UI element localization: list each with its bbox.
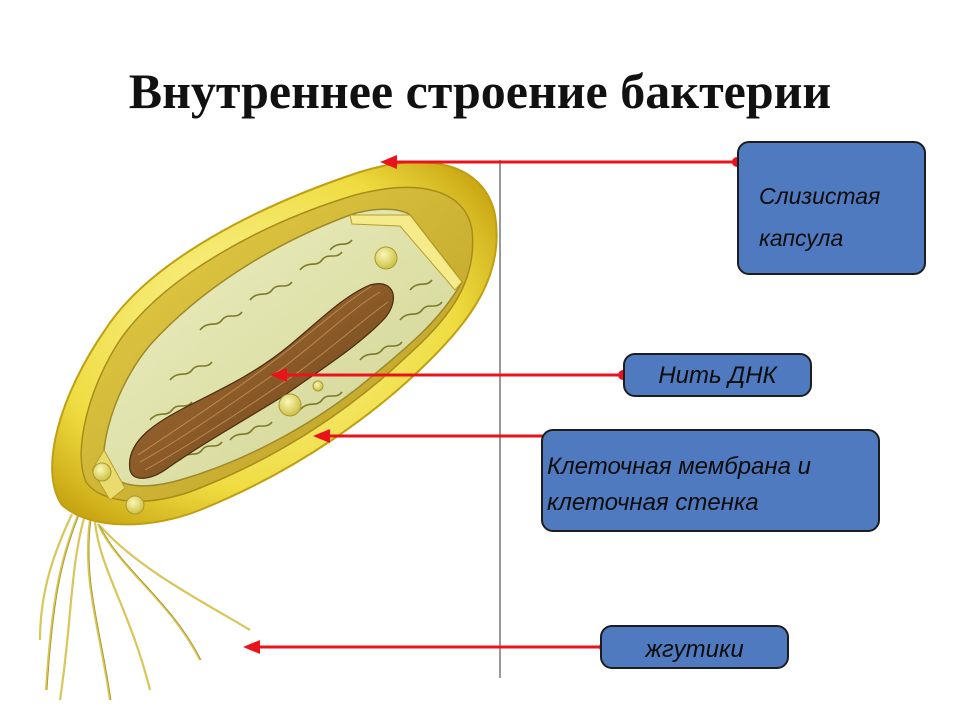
label-slime-capsule-line1: Слизистая	[759, 183, 881, 209]
label-slime-capsule-line2: капсула	[759, 225, 844, 251]
label-flagella: жгутики	[600, 625, 789, 669]
label-membrane: Клеточная мембрана и клеточная стенка	[541, 429, 880, 532]
page-title: Внутреннее строение бактерии	[128, 63, 832, 119]
granules	[92, 246, 398, 515]
cytoplasm-folds	[149, 239, 443, 461]
label-slime-capsule: Слизистая капсула	[737, 141, 926, 275]
label-membrane-line1: Клеточная мембрана и	[547, 453, 811, 480]
arrow-flagella	[243, 640, 609, 654]
label-dna: Нить ДНК	[623, 353, 812, 397]
label-membrane-line2: клеточная стенка	[547, 489, 759, 516]
flagella	[38, 513, 251, 701]
